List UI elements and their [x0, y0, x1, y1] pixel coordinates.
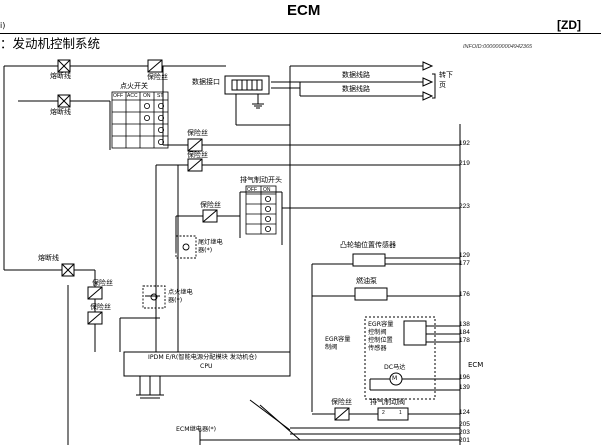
fusible-link-icons — [57, 59, 75, 277]
tail-relay-label-2: 器(*) — [198, 247, 213, 254]
ignition-relay-label-2: 器(*) — [168, 297, 183, 304]
ignition-switch-label: 点火开关 — [120, 82, 148, 90]
to-next-page-2: 页 — [439, 81, 446, 89]
ig-header-acc: ACC — [127, 93, 138, 99]
section-title: ：发动机控制系统 — [0, 36, 101, 51]
relay-icons — [142, 235, 197, 309]
info-id: INFOID:0000000004942365 — [463, 44, 533, 50]
ignition-relay-label-1: 点火继电 — [168, 289, 193, 296]
motor-m-symbol: M — [392, 375, 398, 382]
data-line-label-2: 数据线路 — [342, 85, 370, 93]
left-fragment: i) — [0, 21, 6, 30]
egr-sensor-label-3: 控制位置 — [368, 337, 393, 344]
pin-number: 139 — [459, 384, 470, 391]
pin-number: 124 — [459, 409, 470, 416]
fuse-left-label-2: 保险丝 — [90, 303, 111, 311]
pin-number: 129 — [459, 252, 470, 259]
pin-number: 192 — [459, 140, 470, 147]
valve-pin-2: 2 — [382, 410, 385, 416]
pin-number: 223 — [459, 203, 470, 210]
pin-number: 205 — [459, 421, 470, 428]
pin-number: 201 — [459, 437, 470, 444]
egr-valve-label-1: EGR容量 — [325, 336, 351, 343]
ig-header-on: ON — [143, 93, 151, 99]
egr-sensor-label-2: 控制阀 — [368, 329, 387, 336]
page-title: ECM — [287, 2, 321, 19]
fusible-link-label-3: 熔断线 — [38, 254, 59, 262]
fuel-pump-label: 燃油泵 — [356, 277, 377, 285]
pin-number: 219 — [459, 160, 470, 167]
egr-valve-label-2: 制阀 — [325, 344, 338, 351]
fuse-exhaust-label: 保险丝 — [331, 398, 352, 406]
egr-sensor-label-4: 传感器 — [368, 345, 387, 352]
ecm-label: ECM — [468, 361, 484, 369]
ground-icon — [252, 103, 264, 109]
pin-number: 138 — [459, 321, 470, 328]
fuse-192-label: 保险丝 — [187, 129, 208, 137]
egr-sensor-label-1: EGR容量 — [368, 321, 394, 328]
tail-relay-label-1: 尾灯继电 — [198, 239, 223, 246]
fuse-tail-label: 保险丝 — [200, 201, 221, 209]
data-link-label: 数据接口 — [192, 78, 220, 86]
exhaust-brake-valve-label: 排气制动阀 — [370, 398, 405, 406]
dc-motor-label: DC马达 — [384, 364, 406, 371]
fusible-link-label-1: 熔断线 — [50, 72, 71, 80]
fuse-left-label-1: 保险丝 — [92, 279, 113, 287]
data-line-label-1: 数据线路 — [342, 71, 370, 79]
pin-number: 176 — [459, 291, 470, 298]
camshaft-sensor-label: 凸轮轴位置传感器 — [340, 241, 396, 249]
valve-pin-1: 1 — [399, 410, 402, 416]
fuse-top-label: 保险丝 — [147, 73, 168, 81]
ipdm-label-2: CPU — [200, 363, 213, 370]
fusible-link-label-2: 熔断线 — [50, 108, 71, 116]
ex-header-off: OFF — [247, 187, 257, 193]
pin-number: 177 — [459, 260, 470, 267]
ex-header-on: ON — [263, 187, 271, 193]
exhaust-brake-switch-table — [245, 185, 277, 235]
fuse-icons — [87, 59, 350, 421]
pin-number: 203 — [459, 429, 470, 436]
ig-header-st: ST — [157, 93, 164, 99]
ipdm-label-1: IPDM E/R(智能电源分配模块 发动机仓) — [148, 354, 257, 361]
ig-header-off: OFF — [113, 93, 123, 99]
pin-number: 178 — [459, 337, 470, 344]
to-next-page-1: 转下 — [439, 71, 453, 79]
pin-number: 196 — [459, 374, 470, 381]
pin-number: 184 — [459, 329, 470, 336]
model-code: [ZD] — [557, 18, 581, 32]
ignition-switch-table — [111, 91, 169, 149]
ecm-relay-label: ECM继电器(*) — [176, 426, 217, 433]
exhaust-brake-switch-label: 排气制动开头 — [240, 176, 282, 184]
fuse-219-label: 保险丝 — [187, 151, 208, 159]
